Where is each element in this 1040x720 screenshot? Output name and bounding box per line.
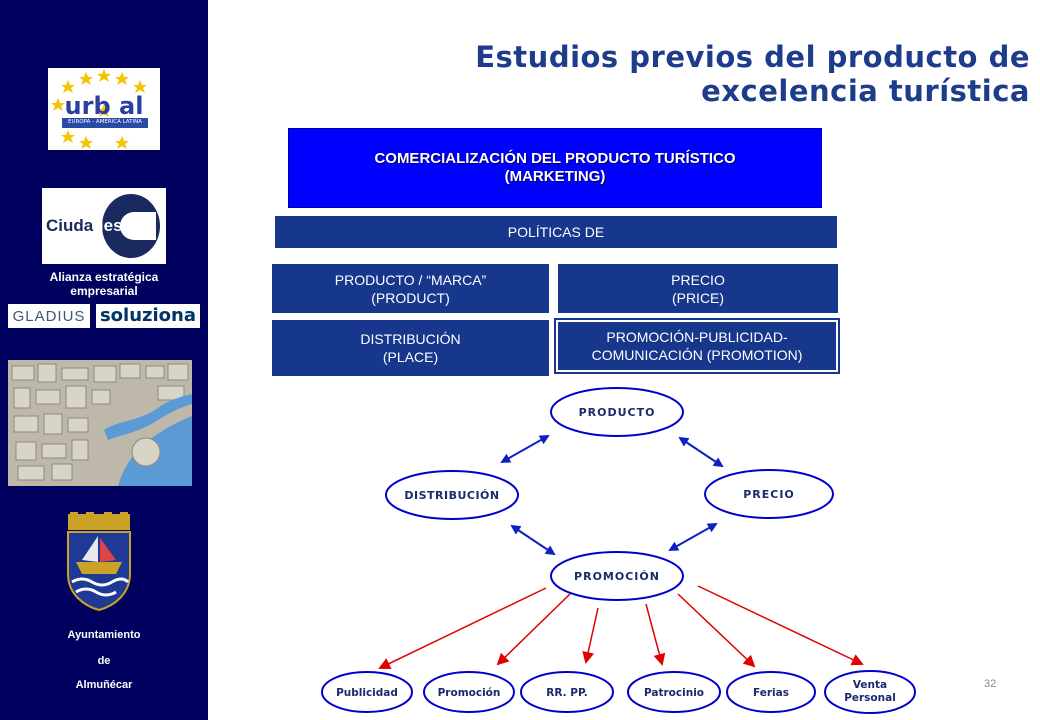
leaf-venta-label-line1: Venta — [853, 679, 887, 691]
promotion-policy-box: PROMOCIÓN-PUBLICIDAD- COMUNICACIÓN (PROM… — [554, 318, 840, 374]
arrow-to-ferias — [677, 593, 756, 668]
node-distribucion-label: DISTRIBUCIÓN — [404, 489, 499, 502]
price-policy-text: PRECIO (PRICE) — [671, 271, 725, 306]
arrow-precio-promocion — [668, 523, 718, 551]
marketing-header-box: COMERCIALIZACIÓN DEL PRODUCTO TURÍSTICO … — [288, 128, 822, 208]
policies-bar: POLÍTICAS DE — [275, 216, 837, 248]
node-producto-label: PRODUCTO — [579, 406, 656, 419]
footer-line2: de — [97, 655, 111, 667]
soluziona-logo-text: soluziona — [99, 305, 197, 326]
policies-text: POLÍTICAS DE — [507, 224, 605, 240]
distribution-policy-box: DISTRIBUCIÓN (PLACE) — [272, 320, 549, 376]
node-promocion-label: PROMOCIÓN — [574, 570, 660, 583]
leaf-venta-personal: Venta Personal — [824, 670, 916, 714]
page-number: 32 — [984, 678, 997, 690]
arrow-to-venta-personal — [697, 585, 864, 666]
product-policy-text: PRODUCTO / “MARCA” (PRODUCT) — [334, 271, 487, 306]
leaf-ferias-label: Ferias — [753, 687, 789, 699]
leaf-venta-label-line2: Personal — [844, 692, 896, 704]
page-title: Estudios previos del producto de excelen… — [330, 40, 1030, 108]
arrow-distribucion-promocion — [510, 524, 556, 556]
leaf-publicidad: Publicidad — [321, 671, 413, 713]
urbal-logo: urb al EUROPA - AMERICA LATINA — [48, 68, 160, 150]
node-distribucion: DISTRIBUCIÓN — [385, 470, 519, 520]
city-aerial-image — [8, 360, 192, 486]
arrow-producto-distribucion — [500, 435, 550, 463]
node-promocion: PROMOCIÓN — [550, 551, 684, 601]
leaf-rrpp-label: RR. PP. — [546, 687, 587, 699]
arrow-to-promocion-leaf — [496, 593, 571, 666]
distribution-policy-text: DISTRIBUCIÓN (PLACE) — [360, 331, 461, 365]
ciudades-text-a: Ciuda — [46, 216, 94, 235]
urbal-stars-icon — [51, 69, 148, 149]
alliance-line1: Alianza estratégica — [49, 270, 159, 284]
arrow-to-publicidad — [378, 587, 547, 670]
product-policy-box: PRODUCTO / “MARCA” (PRODUCT) — [272, 264, 549, 313]
arrow-producto-precio — [678, 436, 724, 468]
urbal-logo-subtext: EUROPA - AMERICA LATINA — [67, 119, 143, 125]
node-producto: PRODUCTO — [550, 387, 684, 437]
promotion-policy-text: PROMOCIÓN-PUBLICIDAD- COMUNICACIÓN (PROM… — [591, 329, 803, 363]
gladius-logo-text: GLADIUS — [12, 308, 86, 325]
marketing-header-text: COMERCIALIZACIÓN DEL PRODUCTO TURÍSTICO … — [374, 150, 736, 185]
arrow-to-rrpp — [582, 607, 599, 664]
leaf-publicidad-label: Publicidad — [336, 687, 398, 699]
page-title-line2: excelencia turística — [701, 74, 1030, 108]
footer-line3: Almuñécar — [75, 679, 133, 691]
coat-of-arms-icon — [62, 512, 136, 612]
leaf-promocion-label: Promoción — [438, 687, 501, 699]
price-policy-box: PRECIO (PRICE) — [558, 264, 838, 313]
ciudades-text-c: XXI — [125, 216, 153, 235]
page-title-line1: Estudios previos del producto de — [475, 40, 1030, 74]
city-map-icon — [8, 360, 192, 486]
leaf-ferias: Ferias — [726, 671, 816, 713]
leaf-rrpp: RR. PP. — [520, 671, 614, 713]
footer-line1: Ayuntamiento — [67, 629, 141, 641]
alliance-line2: empresarial — [70, 284, 138, 298]
ciudades-text-b: des — [93, 216, 123, 235]
leaf-patrocinio-label: Patrocinio — [644, 687, 704, 699]
node-precio-label: PRECIO — [743, 488, 795, 501]
leaf-promocion: Promoción — [423, 671, 515, 713]
leaf-patrocinio: Patrocinio — [627, 671, 721, 713]
urbal-logo-text: urb al — [64, 92, 144, 120]
node-precio: PRECIO — [704, 469, 834, 519]
arrow-to-patrocinio — [645, 603, 666, 666]
ciudades-c-inner-icon — [120, 212, 156, 240]
gladius-logo: GLADIUS — [8, 304, 90, 328]
soluziona-logo: soluziona — [96, 304, 200, 328]
